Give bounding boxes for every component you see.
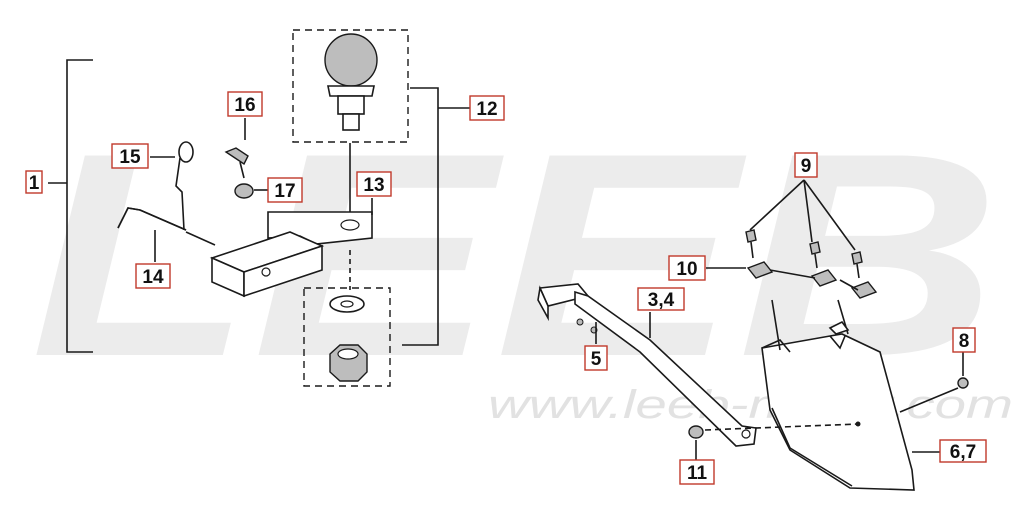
- callout-15: 15: [111, 143, 149, 169]
- callout-11: 11: [679, 459, 715, 485]
- hex-nut: [329, 344, 368, 382]
- callout-1-text: 1: [29, 173, 40, 194]
- support-strut: [537, 283, 757, 447]
- nut-dashed-box: [303, 287, 391, 387]
- callout-1: 1: [25, 170, 43, 194]
- callout-3-4-text: 3,4: [648, 290, 675, 311]
- mud-guard: [704, 299, 915, 491]
- callout-5: 5: [584, 345, 608, 371]
- screw-8: [957, 377, 969, 389]
- ball-dashed-box: [292, 29, 409, 143]
- callout-16: 16: [227, 91, 263, 117]
- callout-17-text: 17: [274, 181, 295, 202]
- callout-12: 12: [469, 95, 505, 121]
- callout-11-text: 11: [687, 463, 708, 484]
- bolts: [745, 229, 863, 279]
- callout-9: 9: [794, 152, 818, 178]
- trailer-hitch-assembly: [48, 29, 470, 387]
- receiver-tube: [209, 231, 325, 298]
- bracket-12: [402, 87, 470, 346]
- callout-9-text: 9: [801, 156, 812, 177]
- callout-13-text: 13: [363, 175, 384, 196]
- nut-11: [688, 425, 704, 439]
- callout-labels: 1 3,4 5 6,7 8 9 10 11: [25, 91, 987, 485]
- callout-8: 8: [952, 327, 976, 353]
- wing-bolt: [224, 147, 249, 179]
- callout-15-text: 15: [119, 147, 141, 168]
- callout-13: 13: [356, 171, 392, 197]
- callout-3-4: 3,4: [637, 287, 685, 311]
- callout-17: 17: [267, 177, 303, 203]
- watermark-url: www.leeb-motor.com: [488, 383, 1013, 427]
- small-nut: [234, 183, 254, 199]
- callout-6-7-text: 6,7: [950, 442, 976, 463]
- lock-washer: [329, 295, 365, 313]
- callout-6-7: 6,7: [939, 439, 987, 463]
- callout-10-text: 10: [676, 259, 697, 280]
- callout-16-text: 16: [234, 95, 255, 116]
- callout-14: 14: [135, 263, 171, 289]
- spring-clip: [175, 141, 194, 231]
- callout-5-text: 5: [591, 349, 602, 370]
- callout-12-text: 12: [476, 99, 497, 120]
- tow-ball: [324, 33, 378, 131]
- mudguard-assembly: [537, 179, 969, 491]
- callout-8-text: 8: [959, 331, 970, 352]
- callout-10: 10: [668, 255, 706, 281]
- speed-clips: [746, 261, 878, 299]
- callout-14-text: 14: [142, 267, 164, 288]
- bracket-1: [48, 59, 93, 353]
